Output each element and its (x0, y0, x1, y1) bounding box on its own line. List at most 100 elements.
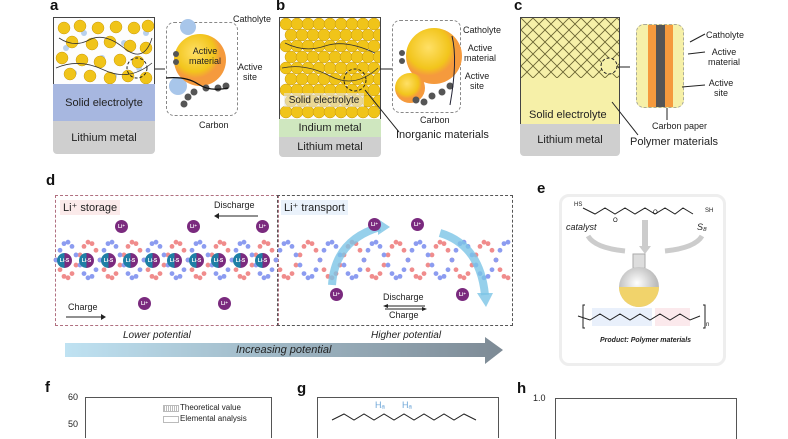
particle (367, 83, 380, 97)
helix-strand-blue-bead (441, 273, 447, 279)
helix-strand-blue-bead (393, 275, 399, 281)
helix-strand-blue-bead (297, 262, 303, 268)
particle (306, 72, 320, 86)
particle (339, 50, 353, 64)
helix-strand-blue-bead (501, 241, 507, 247)
li-ion: Li⁺ (138, 297, 151, 310)
helix-strand-red-bead (189, 267, 195, 273)
helix-strand-red-bead (365, 267, 371, 273)
panel-b-connector (380, 68, 392, 70)
panel-e-product-structure (577, 304, 706, 329)
helix-strand-red-bead (149, 273, 155, 279)
helix-strand-blue-bead (421, 243, 427, 249)
particle (295, 50, 309, 64)
panel-g-ha-1: Hₐ (375, 400, 385, 410)
active-material-particles (55, 19, 154, 84)
helix-strand-blue-bead (201, 243, 207, 249)
helix-strand-blue-bead (157, 243, 163, 249)
helix-strand-red-bead (393, 239, 399, 245)
helix-strand-blue-bead (57, 247, 63, 253)
li-s-site: Li-S (189, 253, 204, 268)
svg-text:O: O (613, 218, 618, 224)
helix-strand-blue-bead (177, 273, 183, 279)
helix-strand-blue-bead (145, 247, 151, 253)
helix-strand-blue-bead (405, 257, 411, 263)
helix-strand-red-bead (145, 267, 151, 273)
helix-strand-blue-bead (301, 271, 307, 277)
helix-strand-blue-bead (65, 239, 71, 245)
helix-strand-red-bead (133, 241, 139, 247)
panel-a-connector (155, 68, 165, 70)
helix-strand-blue-bead (289, 243, 295, 249)
helix-strand-blue-bead (365, 247, 371, 253)
particle (312, 39, 326, 53)
panel-c-label: c (514, 0, 523, 14)
helix-strand-blue-bead (273, 257, 279, 263)
helix-strand-blue-bead (137, 267, 143, 273)
panel-f-label: f (45, 379, 50, 396)
li-ion: Li⁺ (330, 288, 343, 301)
helix-strand-blue-bead (265, 273, 271, 279)
panel-b-inset-drawing (395, 28, 462, 106)
panel-a-label: a (50, 0, 59, 14)
helix-strand-red-bead (421, 271, 427, 277)
particle (301, 18, 315, 31)
li-s-site: Li-S (255, 253, 270, 268)
helix-strand-red-bead (85, 239, 91, 245)
particle (350, 50, 364, 64)
active-material-layer-right (665, 25, 673, 107)
panel-d-discharge-label-right: Discharge (383, 292, 424, 302)
panel-c-solid-electrolyte: Solid electrolyte (529, 109, 607, 121)
panel-e-sh: SH (705, 208, 714, 214)
helix-strand-blue-bead (193, 241, 199, 247)
helix-strand-red-bead (277, 267, 283, 273)
li-ion: Li⁺ (256, 220, 269, 233)
li-ion: Li⁺ (218, 297, 231, 310)
panel-e-reactant-structure: O O (582, 207, 694, 224)
li-s-site: Li-S (123, 253, 138, 268)
helix-strand-blue-bead (293, 252, 299, 258)
helix-strand-red-bead (301, 243, 307, 249)
legend-elemental: Elemental analysis (180, 414, 247, 423)
helix-strand-red-bead (377, 271, 383, 277)
helix-strand-red-bead (389, 243, 395, 249)
helix-strand-blue-bead (429, 262, 435, 268)
helix-strand-blue-bead (109, 239, 115, 245)
helix-strand-red-bead (381, 262, 387, 268)
helix-strand-blue-bead (413, 241, 419, 247)
helix-strand-blue-bead (101, 247, 107, 253)
helix-strand-red-bead (173, 239, 179, 245)
panel-f-ytick-60: 60 (68, 392, 79, 402)
particle (334, 61, 348, 75)
helix-strand-blue-bead (417, 239, 423, 245)
particle (317, 28, 331, 42)
panel-a-lithium-metal: Lithium metal (53, 121, 155, 154)
helix-strand-blue-bead (485, 273, 491, 279)
helix-strand-red-bead (297, 252, 303, 258)
particle (301, 39, 315, 53)
particle (372, 72, 380, 86)
particle (328, 28, 342, 42)
helix-strand-red-bead (93, 247, 99, 253)
helix-strand-blue-bead (133, 273, 139, 279)
helix-strand-red-bead (129, 239, 135, 245)
helix-strand-blue-bead (285, 239, 291, 245)
helix-strand-red-bead (241, 275, 247, 281)
helix-strand-blue-bead (341, 262, 347, 268)
panel-b-indium-metal: Indium metal (279, 119, 381, 137)
panel-d-lower-potential: Lower potential (123, 330, 191, 341)
helix-strand-red-bead (69, 271, 75, 277)
particle (350, 28, 364, 42)
panel-g-plot-area (317, 397, 499, 438)
helix-strand-blue-bead (241, 239, 247, 245)
helix-strand-red-bead (305, 239, 311, 245)
particle (361, 28, 375, 42)
particle (356, 18, 370, 31)
panel-a-cathode-composite (53, 17, 155, 85)
particle (280, 18, 293, 31)
helix-strand-blue-bead (237, 241, 243, 247)
helix-strand-red-bead (477, 243, 483, 249)
helix-strand-blue-bead (401, 267, 407, 273)
panel-d-discharge-arrow-left (214, 213, 258, 219)
panel-d-label: d (46, 172, 56, 189)
